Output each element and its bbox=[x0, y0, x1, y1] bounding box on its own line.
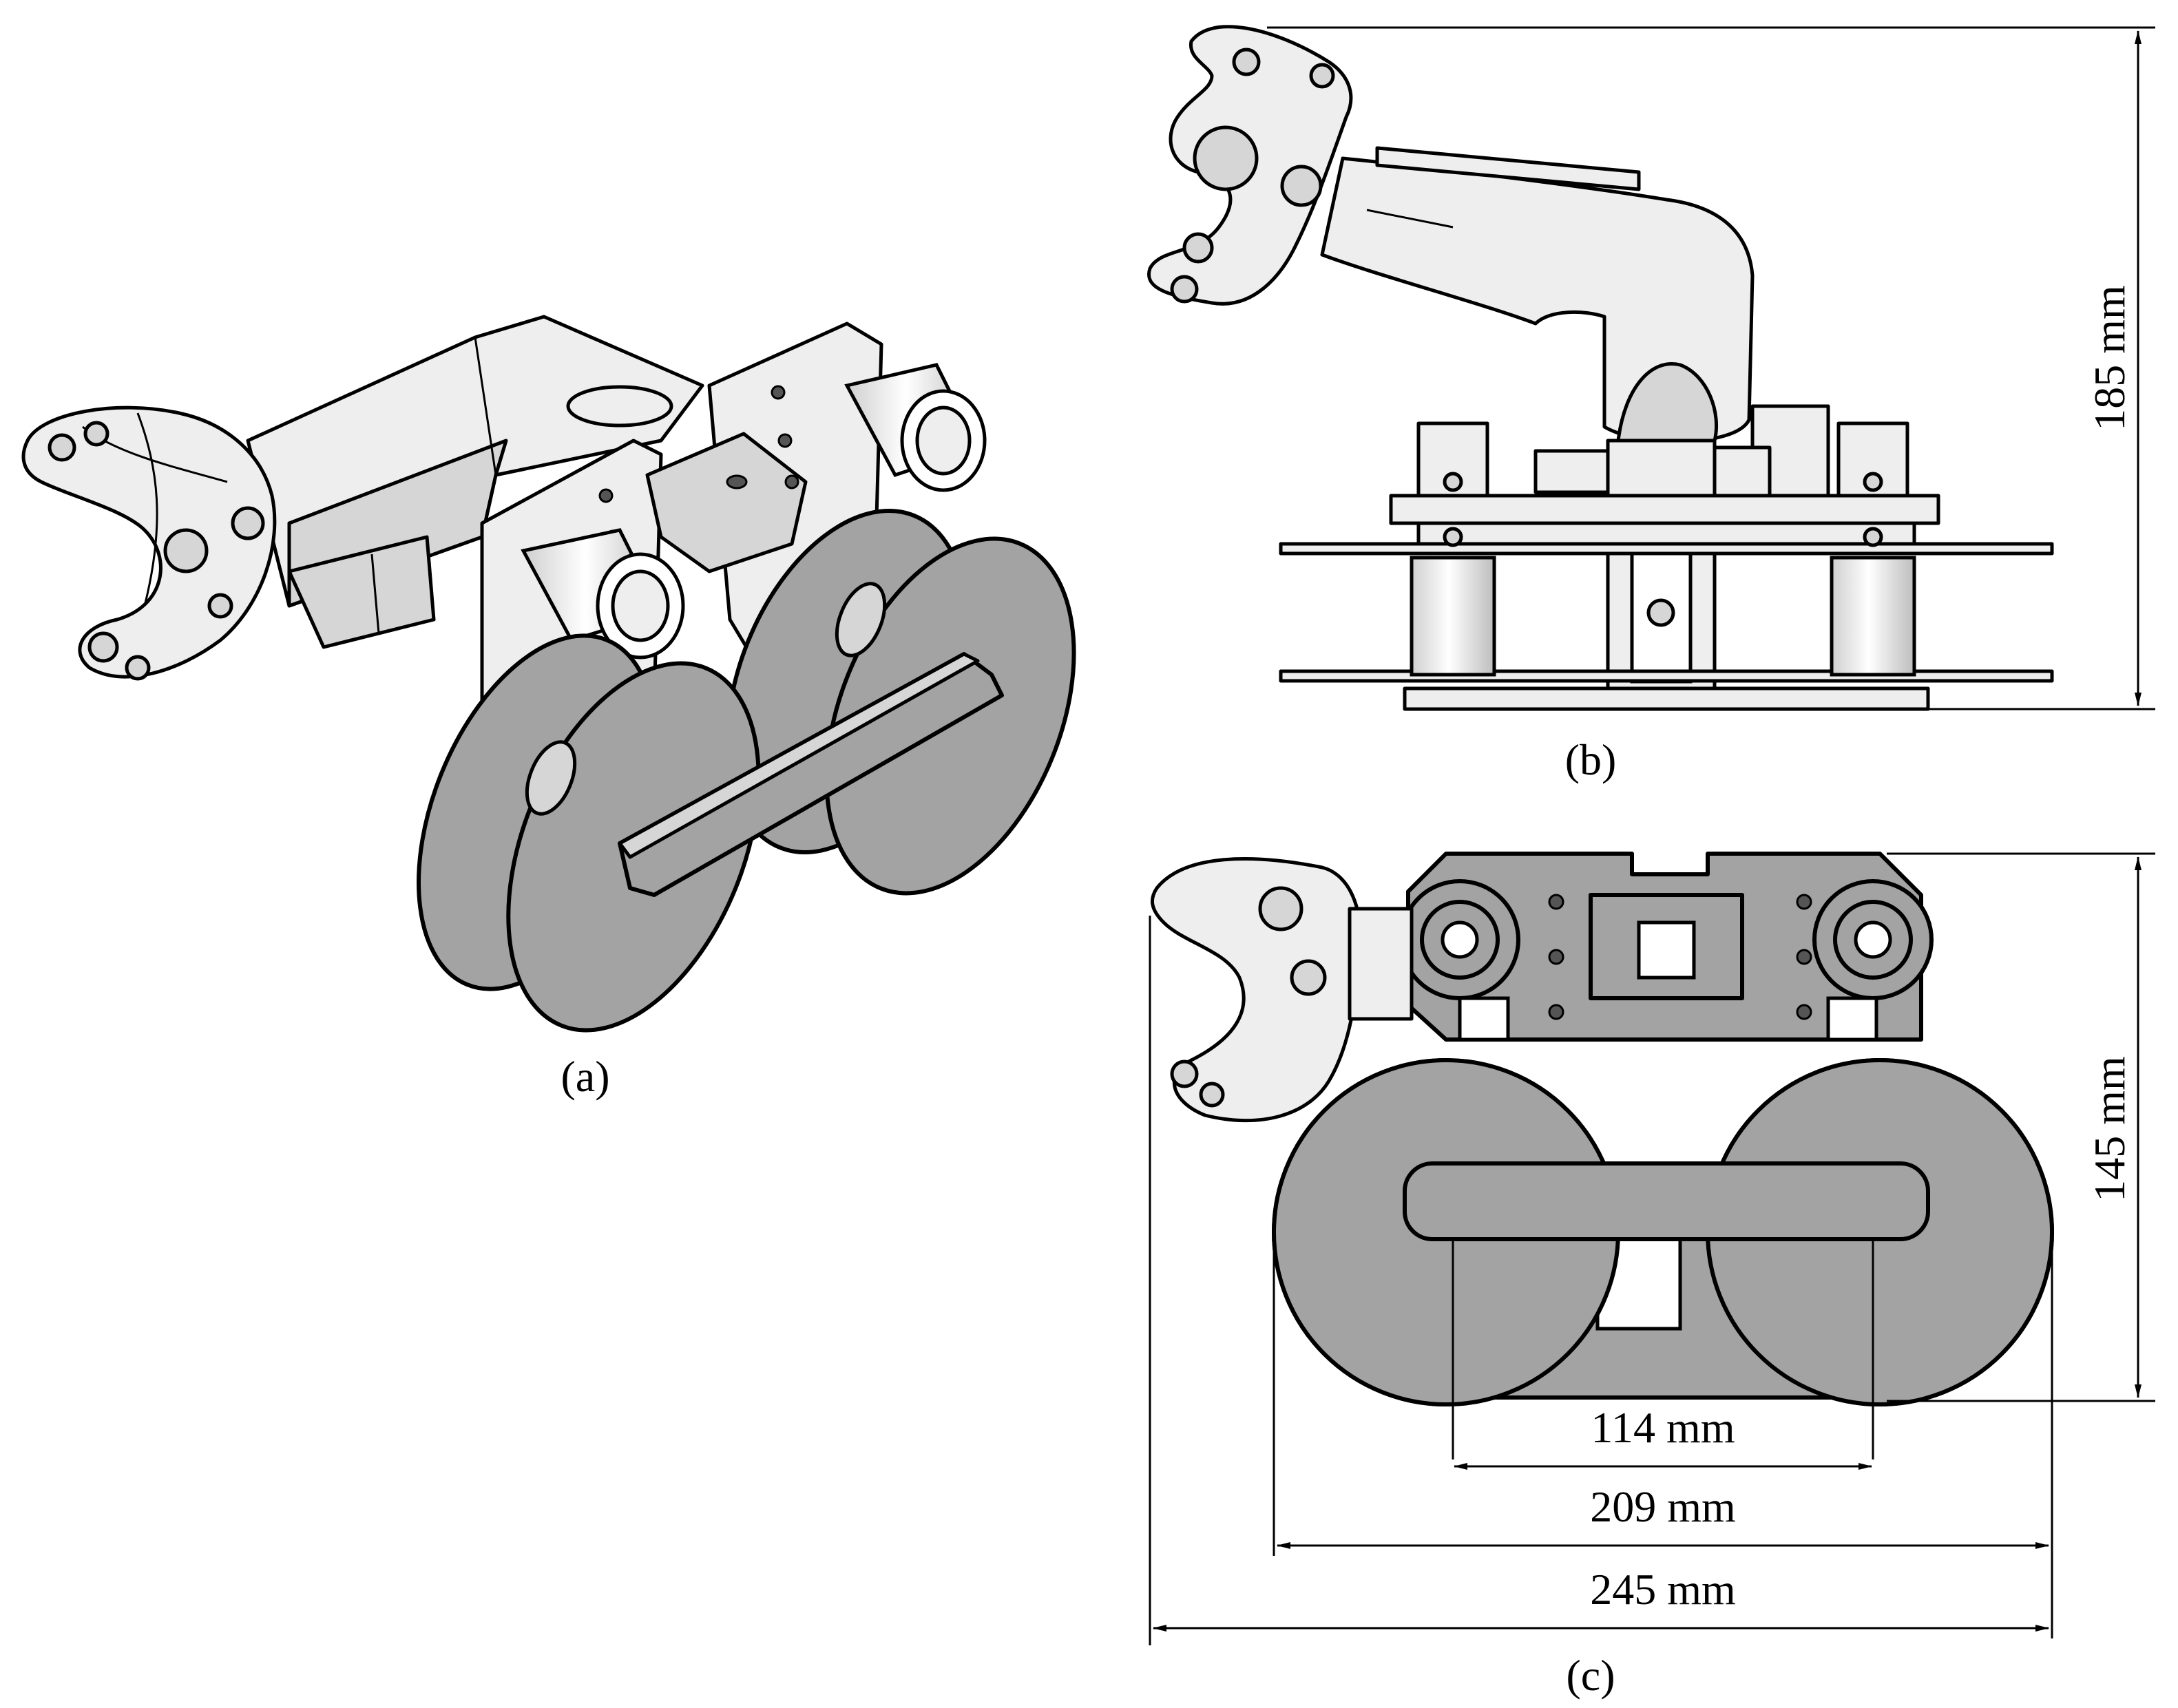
roller-rear bbox=[844, 363, 987, 492]
tracker-head-side bbox=[1147, 25, 1353, 306]
dimension-209mm: 209 mm bbox=[1273, 1232, 2053, 1638]
tracker-head-top bbox=[1150, 857, 1414, 1123]
wheel-link-bar-top bbox=[1403, 1161, 1930, 1241]
arm-side bbox=[1320, 146, 1755, 443]
dimension-145mm: 145 mm bbox=[1887, 852, 2155, 1402]
roller-front bbox=[521, 528, 685, 660]
tracker-head bbox=[21, 405, 277, 681]
chassis-holes bbox=[1548, 894, 1812, 1020]
arm-motor-block bbox=[287, 535, 436, 649]
tracker-sensor-pits bbox=[48, 421, 265, 681]
panel-c-top-view: 145 mm 114 mm 209 mm 245 mm (c) bbox=[1149, 852, 2155, 1700]
panel-a-isometric-view: (a) bbox=[21, 315, 1076, 1101]
dimension-label-185mm: 185 mm bbox=[2085, 285, 2134, 431]
dimension-label-145mm: 145 mm bbox=[2085, 1056, 2134, 1202]
side-roller-posts bbox=[1410, 421, 1916, 677]
rollers-top bbox=[1399, 879, 1934, 1000]
dimension-label-245mm: 245 mm bbox=[1590, 1565, 1736, 1614]
center-bracket-top bbox=[1589, 893, 1744, 1000]
dimension-label-114mm: 114 mm bbox=[1591, 1403, 1735, 1452]
caption-c: (c) bbox=[1566, 1651, 1615, 1700]
dimension-245mm: 245 mm bbox=[1149, 916, 2049, 1645]
wheel-link-bar bbox=[618, 652, 1004, 897]
dimension-185mm: 185 mm bbox=[1267, 26, 2155, 710]
panel-b-side-view: 185 mm (b) bbox=[1147, 25, 2155, 784]
caption-a: (a) bbox=[561, 1052, 609, 1101]
dimension-114mm: 114 mm bbox=[1454, 1403, 1872, 1470]
caption-b: (b) bbox=[1565, 735, 1617, 784]
center-bracket bbox=[645, 432, 808, 573]
dimension-label-209mm: 209 mm bbox=[1590, 1482, 1736, 1531]
